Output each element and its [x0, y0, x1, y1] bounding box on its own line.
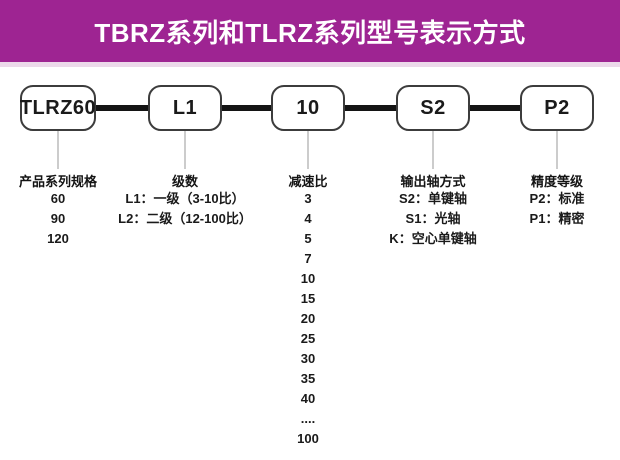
leader-line: [57, 131, 59, 169]
connector-line: [222, 105, 272, 111]
model-box-precision: P2: [520, 85, 594, 131]
option-item: 5: [304, 231, 312, 246]
connector-line: [470, 105, 521, 111]
model-box-ratio: 10: [271, 85, 345, 131]
option-list-stage: L1：一级（3-10比） L2：二级（12-100比）: [118, 189, 252, 229]
column-label-series: 产品系列规格: [18, 174, 98, 189]
option-item: 10: [300, 271, 316, 286]
option-item: 3: [304, 191, 312, 206]
connector-line: [344, 105, 397, 111]
column-label-shaft: 输出轴方式: [400, 174, 466, 189]
option-list-precision: P2：标准 P1：精密: [530, 189, 585, 229]
option-item: 20: [300, 311, 316, 326]
leader-line: [432, 131, 434, 169]
option-item: S1：光轴: [405, 211, 461, 226]
connector-line: [95, 105, 148, 111]
option-item: 7: [304, 251, 312, 266]
option-item: 4: [304, 211, 312, 226]
model-box-shaft: S2: [396, 85, 470, 131]
option-item: 30: [300, 351, 316, 366]
header-banner: TBRZ系列和TLRZ系列型号表示方式: [0, 0, 620, 62]
option-item: K：空心单键轴: [389, 231, 477, 246]
header-bottom-strip: [0, 62, 620, 67]
option-item: S2：单键轴: [399, 191, 467, 206]
option-item: 60: [50, 191, 66, 206]
model-code-ratio: 10: [296, 96, 320, 119]
option-item: L2：二级（12-100比）: [118, 211, 252, 226]
model-code-shaft: S2: [420, 96, 446, 119]
option-item: 25: [300, 331, 316, 346]
model-box-stage: L1: [148, 85, 222, 131]
option-list-series: 60 90 120: [47, 189, 69, 249]
column-label-ratio: 减速比: [288, 174, 328, 189]
option-item: 35: [300, 371, 316, 386]
model-box-series: TLRZ60: [20, 85, 96, 131]
option-item: P1：精密: [529, 211, 585, 226]
option-item-ellipsis: ....: [300, 411, 316, 426]
column-label-precision: 精度等级: [530, 174, 584, 189]
option-item: 40: [300, 391, 316, 406]
model-code-precision: P2: [544, 96, 570, 119]
page-title: TBRZ系列和TLRZ系列型号表示方式: [94, 17, 526, 48]
model-code-stage: L1: [172, 96, 198, 119]
option-item: 90: [50, 211, 66, 226]
model-code-series: TLRZ60: [19, 96, 97, 119]
option-item: 120: [47, 231, 69, 246]
leader-line: [307, 131, 309, 169]
option-list-ratio: 3 4 5 7 10 15 20 25 30 35 40 .... 100: [297, 189, 319, 449]
leader-line: [556, 131, 558, 169]
option-item: 15: [300, 291, 316, 306]
leader-line: [184, 131, 186, 169]
option-item: 100: [297, 431, 319, 446]
option-item: L1：一级（3-10比）: [125, 191, 245, 206]
column-label-stage: 级数: [171, 174, 199, 189]
option-item: P2：标准: [529, 191, 585, 206]
option-list-shaft: S2：单键轴 S1：光轴 K：空心单键轴: [389, 189, 476, 249]
